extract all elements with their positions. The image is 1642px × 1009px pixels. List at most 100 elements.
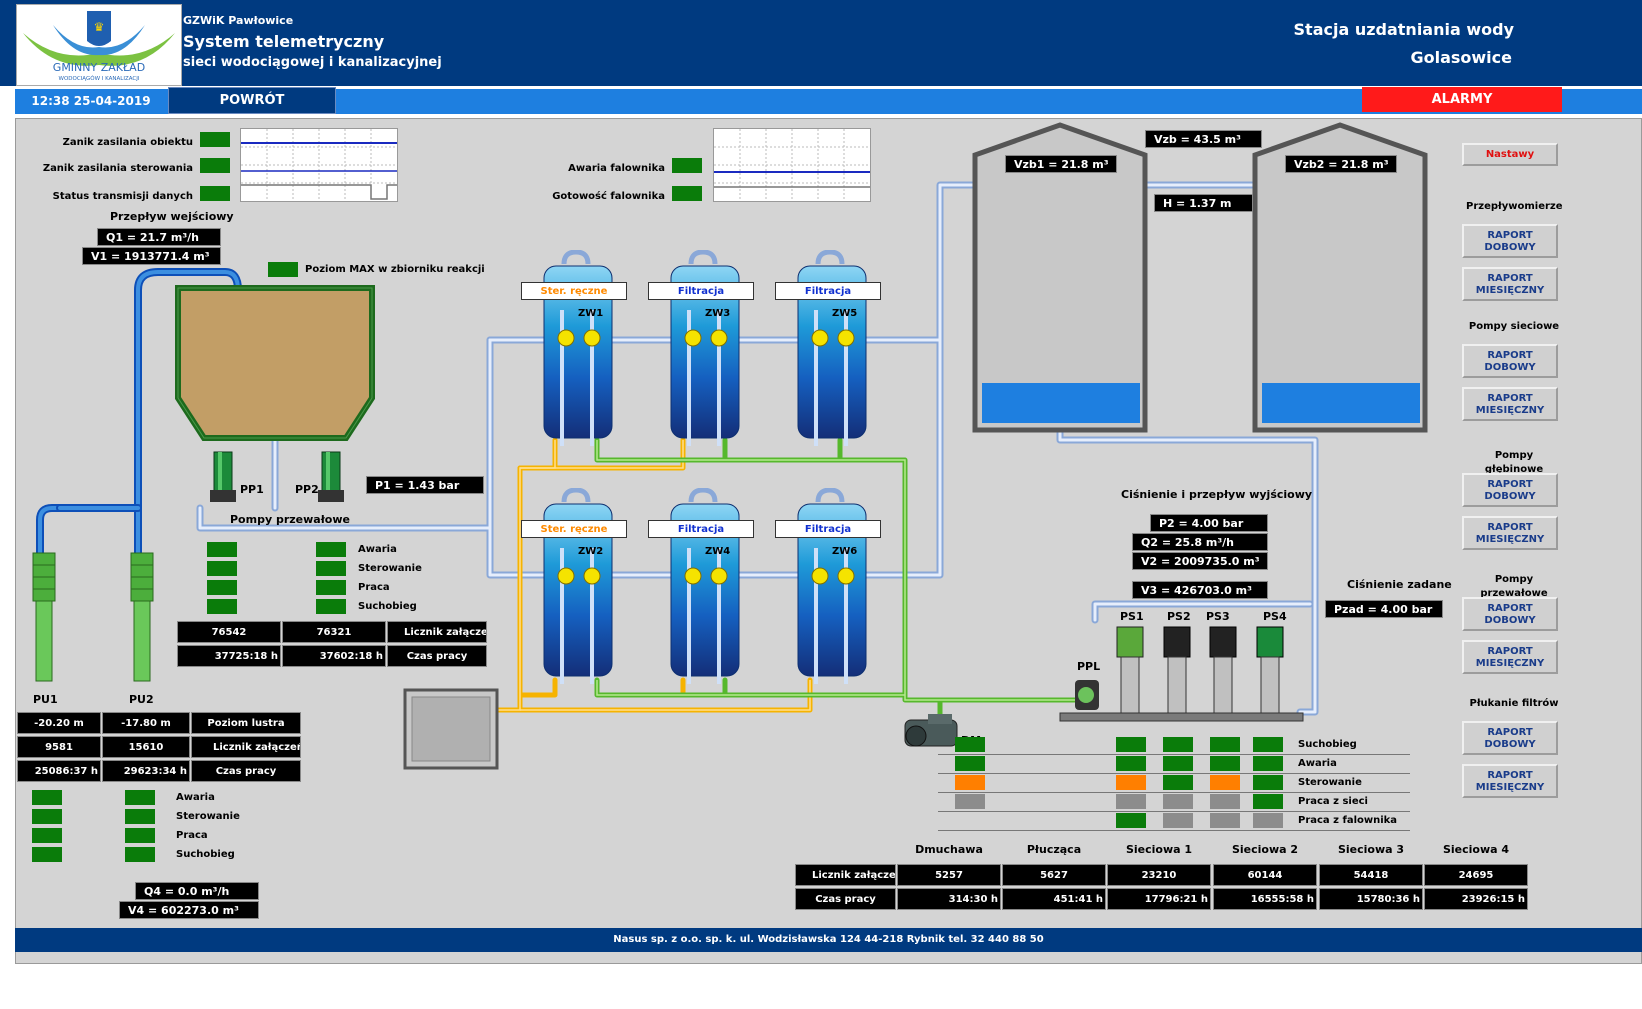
daily-report-button[interactable]: RAPORT DOBOWY — [1462, 224, 1558, 258]
wells-runtime-label: Czas pracy — [191, 760, 301, 782]
filter-name-label: ZW2 — [578, 546, 604, 557]
wells-state-label: Sterowanie — [176, 811, 240, 822]
booster-counter-label: Licznik załączeń — [387, 621, 487, 643]
pu1-control-indicator — [32, 809, 62, 824]
summary-counter-cell: 60144 — [1213, 864, 1317, 886]
control-power-loss-indicator — [200, 158, 230, 173]
daily-report-button[interactable]: RAPORT DOBOWY — [1462, 473, 1558, 507]
pp1-label: PP1 — [240, 483, 264, 496]
filter-zw5[interactable] — [796, 249, 868, 446]
pp1-run-indicator — [207, 580, 237, 595]
logo-text: GMINNY ZAKŁAD — [53, 61, 145, 74]
summary-counter-cell: 5627 — [1002, 864, 1106, 886]
station-location: Golasowice — [1410, 48, 1512, 67]
ps4-label: PS4 — [1263, 610, 1287, 623]
summary-column-header: Płucząca — [1026, 843, 1082, 856]
settings-button[interactable]: Nastawy — [1462, 143, 1558, 166]
row-divider — [938, 754, 1410, 755]
filter-name-label: ZW4 — [705, 546, 731, 557]
filter-name-label: ZW5 — [832, 308, 858, 319]
daily-report-button[interactable]: RAPORT DOBOWY — [1462, 344, 1558, 378]
pu2-dryrun-indicator — [125, 847, 155, 862]
pp1-dryrun-indicator — [207, 599, 237, 614]
daily-report-button[interactable]: RAPORT DOBOWY — [1462, 721, 1558, 755]
svg-text:♛: ♛ — [94, 20, 105, 34]
pump-state-indicator — [1116, 737, 1146, 752]
monthly-report-button[interactable]: RAPORT MIESIĘCZNY — [1462, 764, 1558, 798]
pump-state-indicator — [1116, 794, 1146, 809]
footer-bar: Nasus sp. z o.o. sp. k. ul. Wodzisławska… — [15, 928, 1642, 952]
booster-pumps-label: Pompy przewałowe — [230, 513, 350, 526]
v4-value: V4 = 602273.0 m³ — [119, 901, 259, 919]
q1-value: Q1 = 21.7 m³/h — [97, 228, 221, 246]
pump-state-label: Suchobieg — [1298, 739, 1357, 750]
pp1-runtime: 37725:18 h — [177, 645, 281, 667]
pump-state-indicator — [1163, 737, 1193, 752]
pp2-dryrun-indicator — [316, 599, 346, 614]
monthly-report-button[interactable]: RAPORT MIESIĘCZNY — [1462, 387, 1558, 421]
filter-name-label: ZW3 — [705, 308, 731, 319]
pp2-control-indicator — [316, 561, 346, 576]
filter-zw3[interactable] — [669, 249, 741, 446]
report-group-title: Pompy sieciowe — [1468, 321, 1560, 332]
filter-mode-label: Ster. ręczne — [521, 282, 627, 300]
daily-report-button[interactable]: RAPORT DOBOWY — [1462, 597, 1558, 631]
pp2-counter: 76321 — [282, 621, 386, 643]
p1-value: P1 = 1.43 bar — [366, 476, 484, 494]
summary-runtime-cell: 16555:58 h — [1213, 888, 1317, 910]
pump-state-indicator — [1210, 737, 1240, 752]
pu2-fault-indicator — [125, 790, 155, 805]
pu2-counter: 15610 — [102, 736, 190, 758]
inflow-title: Przepływ wejściowy — [110, 210, 234, 223]
pp2-label: PP2 — [295, 483, 319, 496]
filter-mode-label: Filtracja — [648, 520, 754, 538]
pu1-fault-indicator — [32, 790, 62, 805]
monthly-report-button[interactable]: RAPORT MIESIĘCZNY — [1462, 640, 1558, 674]
summary-runtime-cell: 23926:15 h — [1424, 888, 1528, 910]
monthly-report-button[interactable]: RAPORT MIESIĘCZNY — [1462, 516, 1558, 550]
summary-counter-cell: 5257 — [897, 864, 1001, 886]
pump-state-indicator — [955, 775, 985, 790]
pu1-counter: 9581 — [17, 736, 101, 758]
pump-state-indicator — [1210, 813, 1240, 828]
logo-graphic: ♛ GMINNY ZAKŁAD WODOCIĄGÓW I KANALIZACJI — [23, 11, 175, 82]
q2-value: Q2 = 25.8 m³/h — [1132, 533, 1268, 551]
pump-state-label: Awaria — [1298, 758, 1337, 769]
filter-zw2[interactable] — [542, 487, 614, 684]
filter-mode-label: Ster. ręczne — [521, 520, 627, 538]
summary-column-header: Sieciowa 1 — [1125, 843, 1193, 856]
filter-zw4[interactable] — [669, 487, 741, 684]
org-name: GZWiK Pawłowice — [183, 14, 294, 27]
summary-counter-cell: 23210 — [1107, 864, 1211, 886]
row-divider — [938, 811, 1410, 812]
row-divider — [938, 792, 1410, 793]
v3-value: V3 = 426703.0 m³ — [1132, 581, 1268, 599]
inverter-trend-chart — [713, 128, 871, 202]
vzb1-value: Vzb1 = 21.8 m³ — [1005, 155, 1117, 173]
summary-counter-cell: 54418 — [1319, 864, 1423, 886]
filter-vessel — [797, 487, 867, 684]
app-title: System telemetryczny — [183, 32, 385, 51]
report-group-title: Przepływomierze — [1466, 201, 1563, 212]
pump-state-indicator — [1163, 813, 1193, 828]
row-divider — [938, 830, 1410, 831]
filter-vessel — [670, 249, 740, 446]
pp1-control-indicator — [207, 561, 237, 576]
back-button[interactable]: POWRÓT — [168, 87, 336, 114]
pump-state-label: Praca z falownika — [1298, 815, 1398, 826]
ps1-label: PS1 — [1120, 610, 1144, 623]
wells-state-label: Suchobieg — [176, 849, 235, 860]
filter-zw6[interactable] — [796, 487, 868, 684]
pump-state-label: Sterowanie — [1298, 777, 1362, 788]
summary-counter-cell: 24695 — [1424, 864, 1528, 886]
pp1-fault-indicator — [207, 542, 237, 557]
max-level-indicator — [268, 262, 298, 277]
pu2-runtime: 29623:34 h — [102, 760, 190, 782]
filter-zw1[interactable] — [542, 249, 614, 446]
p2-value: P2 = 4.00 bar — [1150, 514, 1268, 532]
monthly-report-button[interactable]: RAPORT MIESIĘCZNY — [1462, 267, 1558, 301]
pzad-value: Pzad = 4.00 bar — [1325, 600, 1443, 618]
pu1-water-level: -20.20 m — [17, 712, 101, 734]
pu1-dryrun-indicator — [32, 847, 62, 862]
alarms-button[interactable]: ALARMY — [1362, 87, 1562, 112]
